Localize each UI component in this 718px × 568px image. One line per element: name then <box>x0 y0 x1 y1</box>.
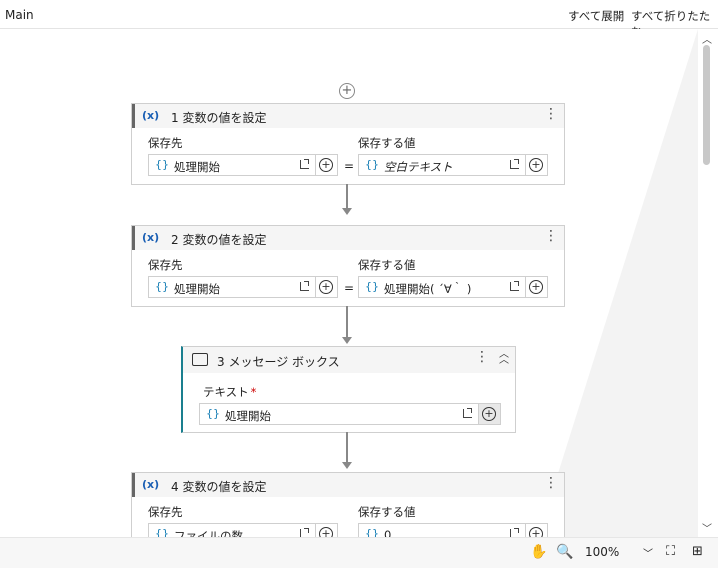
more-options-icon[interactable]: ⋮ <box>475 349 489 365</box>
value-label: 保存する値 <box>358 258 416 272</box>
expand-editor-icon[interactable] <box>300 159 309 169</box>
plus-icon: + <box>319 280 333 294</box>
connector-arrow-icon <box>342 208 352 215</box>
activity-title: 1 変数の値を設定 <box>171 111 267 125</box>
connector-line <box>346 184 348 208</box>
hand-icon[interactable]: ✋ <box>530 544 548 560</box>
plus-icon: + <box>482 407 496 421</box>
add-variable-button[interactable]: + <box>525 524 547 537</box>
target-field[interactable]: {} ファイルの数 + <box>148 523 338 537</box>
more-options-icon[interactable]: ⋮ <box>544 106 558 122</box>
target-label: 保存先 <box>148 505 183 519</box>
scrollbar-thumb[interactable] <box>703 45 710 165</box>
add-variable-button[interactable]: + <box>525 277 547 297</box>
value-text: 空白テキスト <box>384 160 453 174</box>
expand-editor-icon[interactable] <box>463 408 472 418</box>
variable-icon: (x) <box>142 231 160 244</box>
target-value: 処理開始 <box>174 282 220 296</box>
value-field[interactable]: {} 0 + <box>358 523 548 537</box>
expand-editor-icon[interactable] <box>300 528 309 537</box>
zoom-dropdown-icon[interactable]: ﹀ <box>643 549 653 560</box>
status-bar: ✋ 🔍 100% ﹀ ⛶ ⊞ <box>0 537 718 568</box>
activity-title: 2 変数の値を設定 <box>171 233 267 247</box>
plus-icon: + <box>529 280 543 294</box>
add-variable-button[interactable]: + <box>315 277 337 297</box>
add-variable-button[interactable]: + <box>525 155 547 175</box>
fit-screen-icon[interactable]: ⛶ <box>666 544 676 559</box>
add-activity-icon[interactable]: + <box>339 83 355 99</box>
designer-header: Main すべて展開 すべて折りたたむ <box>0 0 718 39</box>
scroll-down-icon[interactable]: ﹀ <box>702 524 712 535</box>
target-label: 保存先 <box>148 136 183 150</box>
value-label: 保存する値 <box>358 505 416 519</box>
activity-card-1[interactable]: (x) 1 変数の値を設定 ⋮ 保存先 保存する値 {} 処理開始 + = {}… <box>131 103 565 185</box>
variable-brace-icon: {} <box>155 158 169 171</box>
vertical-scrollbar[interactable]: ︿ ﹀ <box>698 29 718 537</box>
variable-brace-icon: {} <box>155 527 169 537</box>
plus-icon: + <box>529 158 543 172</box>
add-variable-button[interactable]: + <box>315 524 337 537</box>
value-field[interactable]: {} 空白テキスト + <box>358 154 548 176</box>
expand-editor-icon[interactable] <box>300 281 309 291</box>
connector-line <box>346 306 348 337</box>
equals-sign: = <box>344 281 355 295</box>
variable-brace-icon: {} <box>365 158 379 171</box>
expand-all-button[interactable]: すべて展開 <box>568 9 625 23</box>
activity-card-4[interactable]: (x) 4 変数の値を設定 ⋮ 保存先 保存する値 {} ファイルの数 + {}… <box>131 472 565 537</box>
variable-brace-icon: {} <box>206 407 220 420</box>
more-options-icon[interactable]: ⋮ <box>544 475 558 491</box>
target-value: ファイルの数 <box>174 529 243 537</box>
activity-title: 3 メッセージ ボックス <box>217 355 340 369</box>
add-variable-button[interactable]: + <box>478 404 500 424</box>
variable-brace-icon: {} <box>155 280 169 293</box>
target-field[interactable]: {} 処理開始 + <box>148 276 338 298</box>
zoom-level[interactable]: 100% <box>585 545 620 559</box>
activity-header-3[interactable]: 3 メッセージ ボックス ⋮ ︿︿ <box>183 347 515 373</box>
variable-brace-icon: {} <box>365 280 379 293</box>
expand-editor-icon[interactable] <box>510 159 519 169</box>
plus-icon: + <box>529 527 543 537</box>
value-field[interactable]: {} 処理開始( ´∀｀ ) + <box>358 276 548 298</box>
workflow-canvas[interactable]: + (x) 1 変数の値を設定 ⋮ 保存先 保存する値 {} 処理開始 + = … <box>0 29 698 537</box>
value-text: 処理開始( ´∀｀ ) <box>384 282 472 296</box>
connector-line <box>346 432 348 462</box>
value-text: 0 <box>384 528 392 537</box>
value-label: 保存する値 <box>358 136 416 150</box>
workflow-title: Main <box>5 8 34 22</box>
more-options-icon[interactable]: ⋮ <box>544 228 558 244</box>
target-label: 保存先 <box>148 258 183 272</box>
connector-arrow-icon <box>342 462 352 469</box>
expand-editor-icon[interactable] <box>510 528 519 537</box>
connector-arrow-icon <box>342 337 352 344</box>
variable-icon: (x) <box>142 109 160 122</box>
add-variable-button[interactable]: + <box>315 155 337 175</box>
target-value: 処理開始 <box>174 160 220 174</box>
activity-card-3[interactable]: 3 メッセージ ボックス ⋮ ︿︿ テキスト* {} 処理開始 + <box>181 346 516 433</box>
activity-card-2[interactable]: (x) 2 変数の値を設定 ⋮ 保存先 保存する値 {} 処理開始 + = {}… <box>131 225 565 307</box>
activity-header-4[interactable]: (x) 4 変数の値を設定 ⋮ <box>132 473 564 497</box>
zoom-icon[interactable]: 🔍 <box>556 544 574 560</box>
target-field[interactable]: {} 処理開始 + <box>148 154 338 176</box>
overview-icon[interactable]: ⊞ <box>692 544 703 559</box>
message-text-field[interactable]: {} 処理開始 + <box>199 403 501 425</box>
activity-title: 4 変数の値を設定 <box>171 480 267 494</box>
equals-sign: = <box>344 159 355 173</box>
variable-icon: (x) <box>142 478 160 491</box>
message-box-icon <box>192 353 208 366</box>
expand-editor-icon[interactable] <box>510 281 519 291</box>
message-value: 処理開始 <box>225 409 271 423</box>
plus-icon: + <box>319 158 333 172</box>
text-label: テキスト* <box>203 385 257 399</box>
scroll-up-icon[interactable]: ︿ <box>702 35 712 46</box>
collapse-chevron-icon[interactable]: ︿︿ <box>499 349 509 366</box>
variable-brace-icon: {} <box>365 527 379 537</box>
activity-header-2[interactable]: (x) 2 変数の値を設定 ⋮ <box>132 226 564 250</box>
activity-header-1[interactable]: (x) 1 変数の値を設定 ⋮ <box>132 104 564 128</box>
plus-icon: + <box>319 527 333 537</box>
